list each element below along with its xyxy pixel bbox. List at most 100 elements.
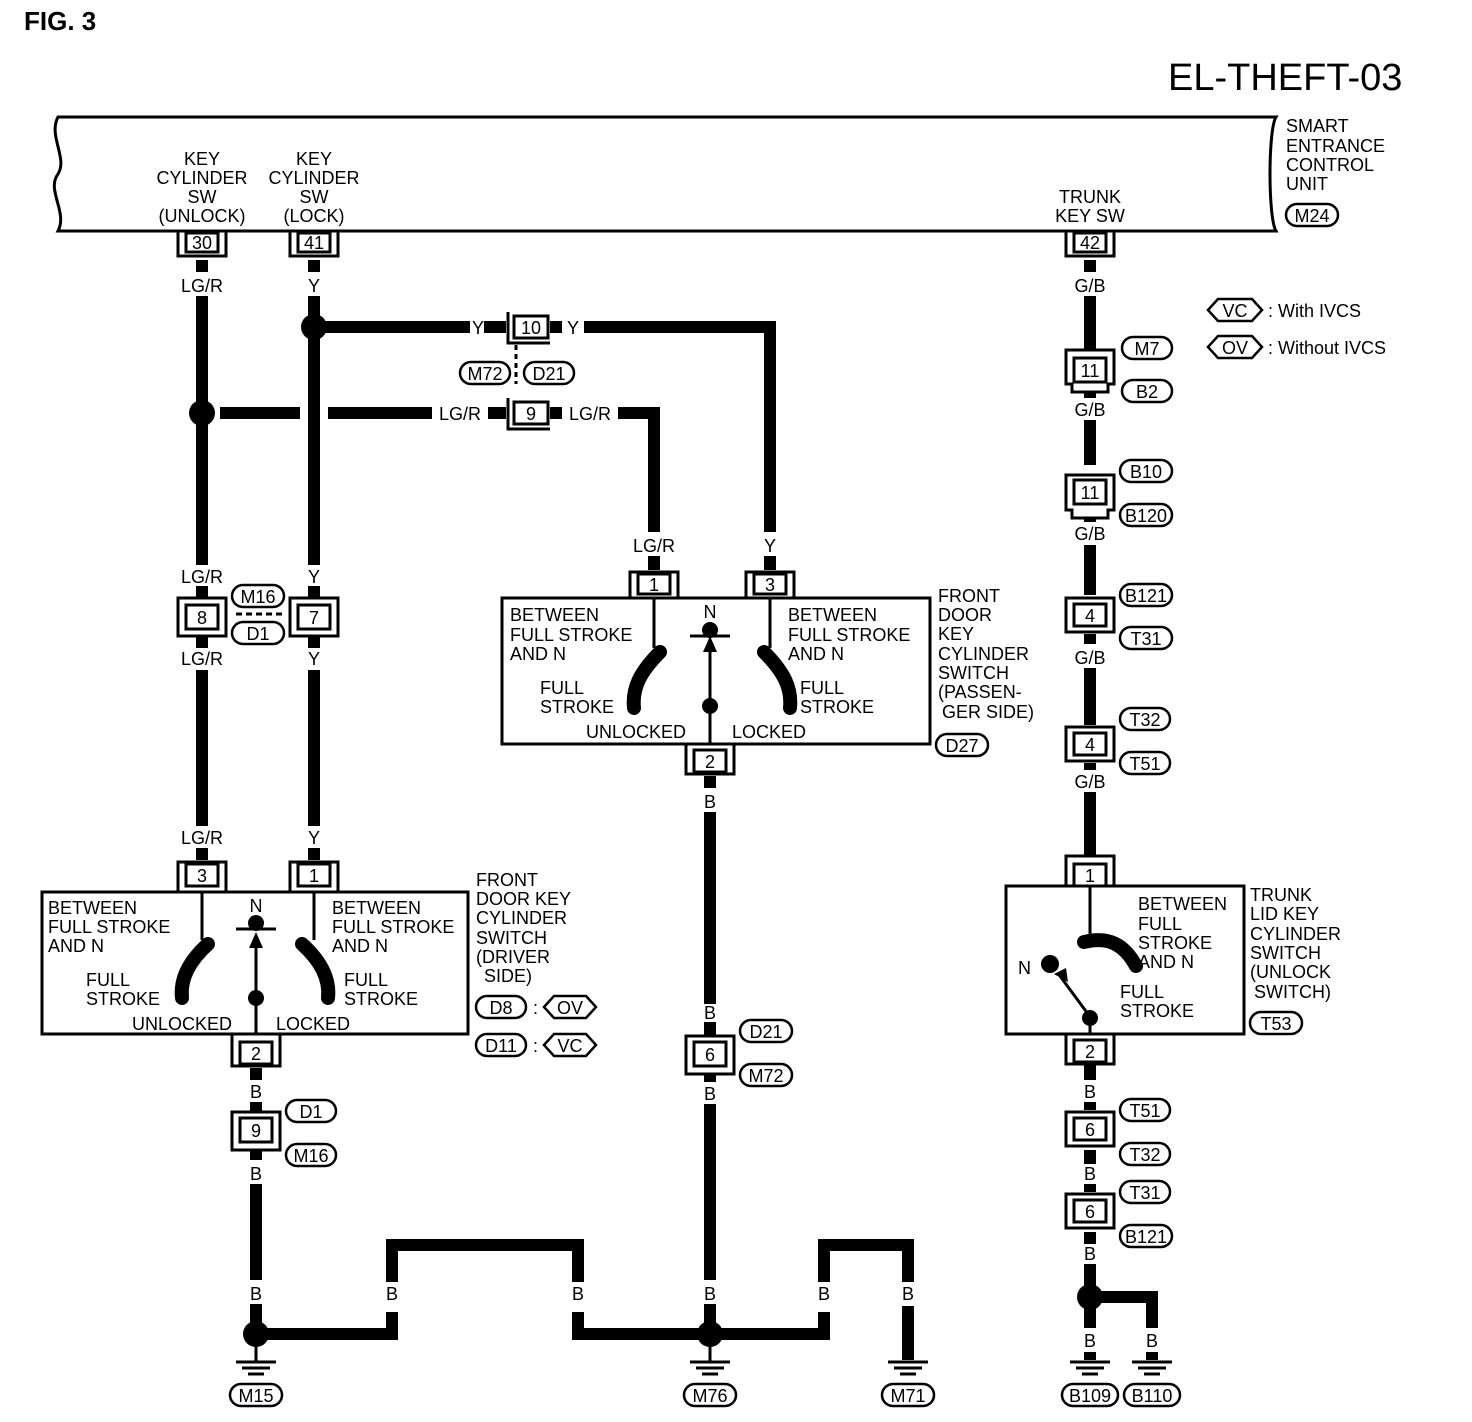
svg-text:T31: T31 (1129, 1183, 1160, 1203)
svg-text:B110: B110 (1132, 1386, 1173, 1406)
svg-text:3: 3 (197, 866, 207, 886)
svg-text:G/B: G/B (1074, 648, 1105, 668)
svg-text::: : (533, 1036, 538, 1056)
svg-text:B121: B121 (1125, 586, 1167, 606)
svg-text:41: 41 (304, 233, 324, 253)
svg-text:D11: D11 (485, 1036, 517, 1056)
svg-text:CYLINDER: CYLINDER (156, 168, 247, 188)
terminal-label-trunk: TRUNK KEY SW (1055, 187, 1125, 226)
joint-8-7-connectors: M16 D1 (230, 583, 286, 646)
svg-text:T32: T32 (1129, 1145, 1160, 1165)
svg-text:Y: Y (308, 649, 320, 669)
svg-text:AND N: AND N (1138, 952, 1194, 972)
svg-text:B: B (704, 1003, 716, 1023)
ground-m76: M76 (682, 1334, 738, 1408)
svg-text:LOCKED: LOCKED (732, 722, 806, 742)
trunk-lid-switch: 1 2 N BETWEEN FULL STROKE AND N FULL STR… (1004, 854, 1246, 1066)
svg-text:FULL: FULL (1138, 914, 1182, 934)
svg-text:B: B (1084, 1244, 1096, 1264)
svg-text:ENTRANCE: ENTRANCE (1286, 136, 1385, 156)
svg-text:FULL STROKE: FULL STROKE (48, 917, 170, 937)
svg-text:AND N: AND N (788, 644, 844, 664)
svg-text:G/B: G/B (1074, 524, 1105, 544)
svg-text:SMART: SMART (1286, 116, 1349, 136)
svg-text:2: 2 (251, 1044, 261, 1064)
svg-text:SW: SW (188, 187, 217, 207)
svg-text:M72: M72 (467, 364, 502, 384)
fig-label: FIG. 3 (24, 6, 96, 36)
svg-text:VC: VC (557, 1036, 582, 1056)
trunk-connector-11-b10: 11 B10 B120 (1064, 458, 1174, 528)
svg-text:CYLINDER: CYLINDER (476, 908, 567, 928)
svg-text:CYLINDER: CYLINDER (1250, 924, 1341, 944)
svg-text:T51: T51 (1129, 1101, 1160, 1121)
svg-text:FULL: FULL (86, 970, 130, 990)
svg-text:SWITCH: SWITCH (476, 928, 547, 948)
svg-text:B: B (1084, 1082, 1096, 1102)
trunk-switch-name: TRUNK LID KEY CYLINDER SWITCH (UNLOCK SW… (1248, 885, 1341, 1036)
svg-text:G/B: G/B (1074, 400, 1105, 420)
terminal-41: 41 (288, 231, 340, 258)
svg-text:T53: T53 (1260, 1014, 1291, 1034)
svg-text:STROKE: STROKE (1138, 933, 1212, 953)
svg-text:B: B (386, 1284, 398, 1304)
driver-switch-variant-d8: D8 : OV (474, 994, 598, 1020)
svg-text:(UNLOCK: (UNLOCK (1250, 962, 1331, 982)
svg-text:AND N: AND N (332, 936, 388, 956)
svg-text:KEY: KEY (938, 624, 974, 644)
wire-color-labels: LG/R Y G/B Y Y LG/R LG/R LG/R Y LG/R Y L… (181, 276, 1158, 1351)
svg-text:B: B (1084, 1164, 1096, 1184)
svg-text:M16: M16 (240, 587, 275, 607)
svg-text:KEY SW: KEY SW (1055, 206, 1125, 226)
svg-text:TRUNK: TRUNK (1250, 885, 1312, 905)
svg-text:8: 8 (197, 608, 207, 628)
svg-text:FULL STROKE: FULL STROKE (788, 625, 910, 645)
svg-text::: : (533, 998, 538, 1018)
svg-text:B: B (1146, 1331, 1158, 1351)
svg-text:2: 2 (705, 752, 715, 772)
trunk-connector-6-t31: 6 T31 B121 (1064, 1179, 1174, 1249)
ground-b109: B109 (1060, 1360, 1120, 1408)
joint-connector-8: 8 (176, 596, 228, 638)
svg-text:VC: VC (1222, 301, 1247, 321)
terminal-label-unlock: KEY CYLINDER SW (UNLOCK) (156, 149, 247, 226)
svg-text:10: 10 (521, 318, 541, 338)
svg-text:B10: B10 (1130, 462, 1162, 482)
svg-text:GER SIDE): GER SIDE) (942, 702, 1034, 722)
control-unit-box (52, 115, 1279, 233)
svg-text:M16: M16 (293, 1146, 328, 1166)
svg-text:LG/R: LG/R (181, 649, 223, 669)
svg-text:FULL STROKE: FULL STROKE (332, 917, 454, 937)
svg-text:1: 1 (309, 866, 319, 886)
svg-text:FULL: FULL (540, 678, 584, 698)
joint-connector-7: 7 (288, 596, 340, 638)
svg-text:SW: SW (300, 187, 329, 207)
wires (196, 260, 1158, 1360)
svg-text:2: 2 (1085, 1042, 1095, 1062)
svg-text:D8: D8 (489, 998, 512, 1018)
svg-text:SWITCH: SWITCH (1250, 943, 1321, 963)
svg-text:B: B (250, 1164, 262, 1184)
svg-text:1: 1 (1085, 866, 1095, 886)
svg-text:30: 30 (192, 233, 212, 253)
control-unit-connector: M24 (1284, 202, 1340, 228)
svg-text:G/B: G/B (1074, 772, 1105, 792)
legend-with-ivcs: VC : With IVCS (1206, 297, 1361, 323)
svg-text:N: N (1018, 958, 1031, 978)
svg-text:FULL STROKE: FULL STROKE (510, 625, 632, 645)
svg-text:(PASSEN-: (PASSEN- (938, 682, 1022, 702)
svg-text:M7: M7 (1134, 339, 1159, 359)
svg-text:LG/R: LG/R (633, 536, 675, 556)
svg-text:T51: T51 (1129, 754, 1160, 774)
svg-text:1: 1 (649, 575, 659, 595)
driver-switch-name: FRONT DOOR KEY CYLINDER SWITCH (DRIVER S… (476, 870, 571, 986)
svg-text:6: 6 (1085, 1202, 1095, 1222)
svg-text:B: B (704, 1284, 716, 1304)
svg-text:OV: OV (1222, 338, 1248, 358)
svg-text:LG/R: LG/R (181, 567, 223, 587)
svg-text:LID KEY: LID KEY (1250, 904, 1319, 924)
svg-text:4: 4 (1085, 606, 1095, 626)
svg-text:TRUNK: TRUNK (1059, 187, 1121, 207)
passenger-switch-name: FRONT DOOR KEY CYLINDER SWITCH (PASSEN- … (934, 586, 1034, 758)
svg-text:BETWEEN: BETWEEN (510, 605, 599, 625)
